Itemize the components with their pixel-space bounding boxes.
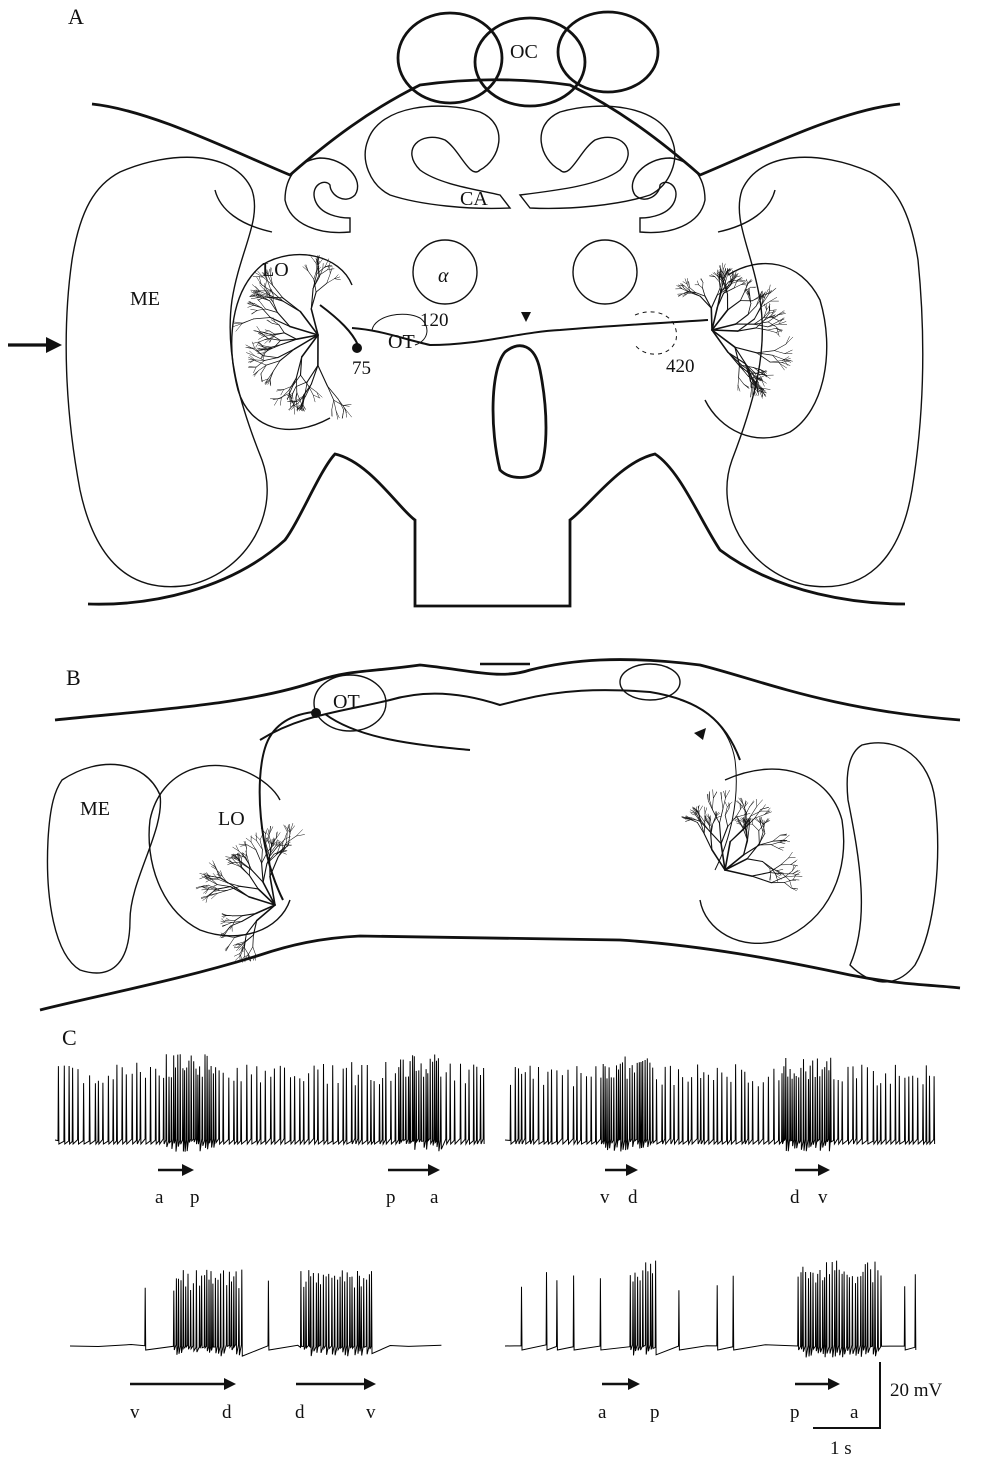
dendrites-right-b (682, 790, 802, 891)
panel-c-label: C (62, 1025, 77, 1050)
dir-r2-4-to: a (850, 1402, 859, 1423)
arrowhead-a (521, 312, 531, 322)
dir-r2-2-from: d (295, 1402, 305, 1423)
scale-voltage-label: 20 mV (890, 1380, 943, 1401)
arrow-r2-3 (602, 1378, 640, 1390)
panel-a: A OC CA α ME LO (8, 4, 923, 606)
dendrites-right-a (676, 263, 793, 398)
number-120: 120 (420, 310, 449, 331)
dir-r2-4-from: p (790, 1402, 800, 1423)
alpha-lobe-right (573, 240, 637, 304)
alpha-label: α (438, 265, 449, 287)
ot-label-b: OT (333, 691, 360, 713)
dendrites-left-a (233, 255, 351, 419)
axon-a (320, 305, 708, 345)
spike-traces (55, 1054, 935, 1357)
oesophagus-a (493, 346, 546, 478)
brain-outline-b-top (55, 660, 960, 720)
dir-r2-2-to: v (366, 1402, 376, 1423)
calyces: CA (215, 106, 775, 232)
scale-time-label: 1 s (830, 1438, 852, 1459)
dir-r1-2-to: a (430, 1187, 439, 1208)
dir-r2-3-to: p (650, 1402, 660, 1423)
arrow-r1-4 (795, 1164, 830, 1176)
brain-outline-b-bottom (40, 936, 960, 1010)
dir-r1-4-from: d (790, 1187, 800, 1208)
soma-a (352, 343, 362, 353)
dir-r1-3-from: v (600, 1187, 610, 1208)
dir-r2-3-from: a (598, 1402, 607, 1423)
lo-label-b: LO (218, 808, 245, 830)
panel-b: B OT ME LO (40, 660, 960, 1010)
optic-tubercle-right-a (635, 312, 677, 354)
arrow-r2-2 (296, 1378, 376, 1390)
dendrites-left-b (196, 823, 305, 962)
stimulus-arrows-row1 (158, 1164, 830, 1176)
panel-b-label: B (66, 665, 81, 690)
arrow-r1-3 (605, 1164, 638, 1176)
dir-r2-1-to: d (222, 1402, 232, 1423)
medulla-left (66, 157, 267, 586)
panel-a-label: A (68, 4, 84, 29)
axon-b-right (680, 700, 736, 870)
dir-r1-4-to: v (818, 1187, 828, 1208)
axon-b (260, 712, 470, 900)
number-420: 420 (666, 356, 695, 377)
arrowhead-b (694, 728, 706, 740)
ocelli: OC (398, 12, 658, 106)
soma-b (311, 708, 321, 718)
dir-r2-1-from: v (130, 1402, 140, 1423)
ca-label: CA (460, 188, 488, 210)
dir-r1-3-to: d (628, 1187, 638, 1208)
dir-r1-2-from: p (386, 1187, 396, 1208)
panel-c: C a p p a v d d v v d d v a p p a (55, 1025, 943, 1459)
oc-label: OC (510, 41, 538, 63)
arrow-r1-2 (388, 1164, 440, 1176)
number-75: 75 (352, 358, 371, 379)
me-label-b: ME (80, 798, 110, 820)
lobula-left (232, 255, 352, 430)
brain-outline-a-bottom (88, 454, 905, 606)
arrow-r2-1 (130, 1378, 236, 1390)
brain-inner-b (260, 690, 740, 760)
arrow-r1-1 (158, 1164, 194, 1176)
optic-tubercle-right-b (620, 664, 680, 700)
medulla-right-b (847, 743, 937, 982)
arrow-r2-4 (795, 1378, 840, 1390)
dir-r1-1-to: p (190, 1187, 200, 1208)
dir-r1-1-from: a (155, 1187, 164, 1208)
section-arrow (8, 337, 62, 353)
scale-bar-c (813, 1362, 881, 1428)
stimulus-arrows-row2 (130, 1378, 840, 1390)
me-label-a: ME (130, 288, 160, 310)
medulla-left-b (47, 764, 160, 973)
